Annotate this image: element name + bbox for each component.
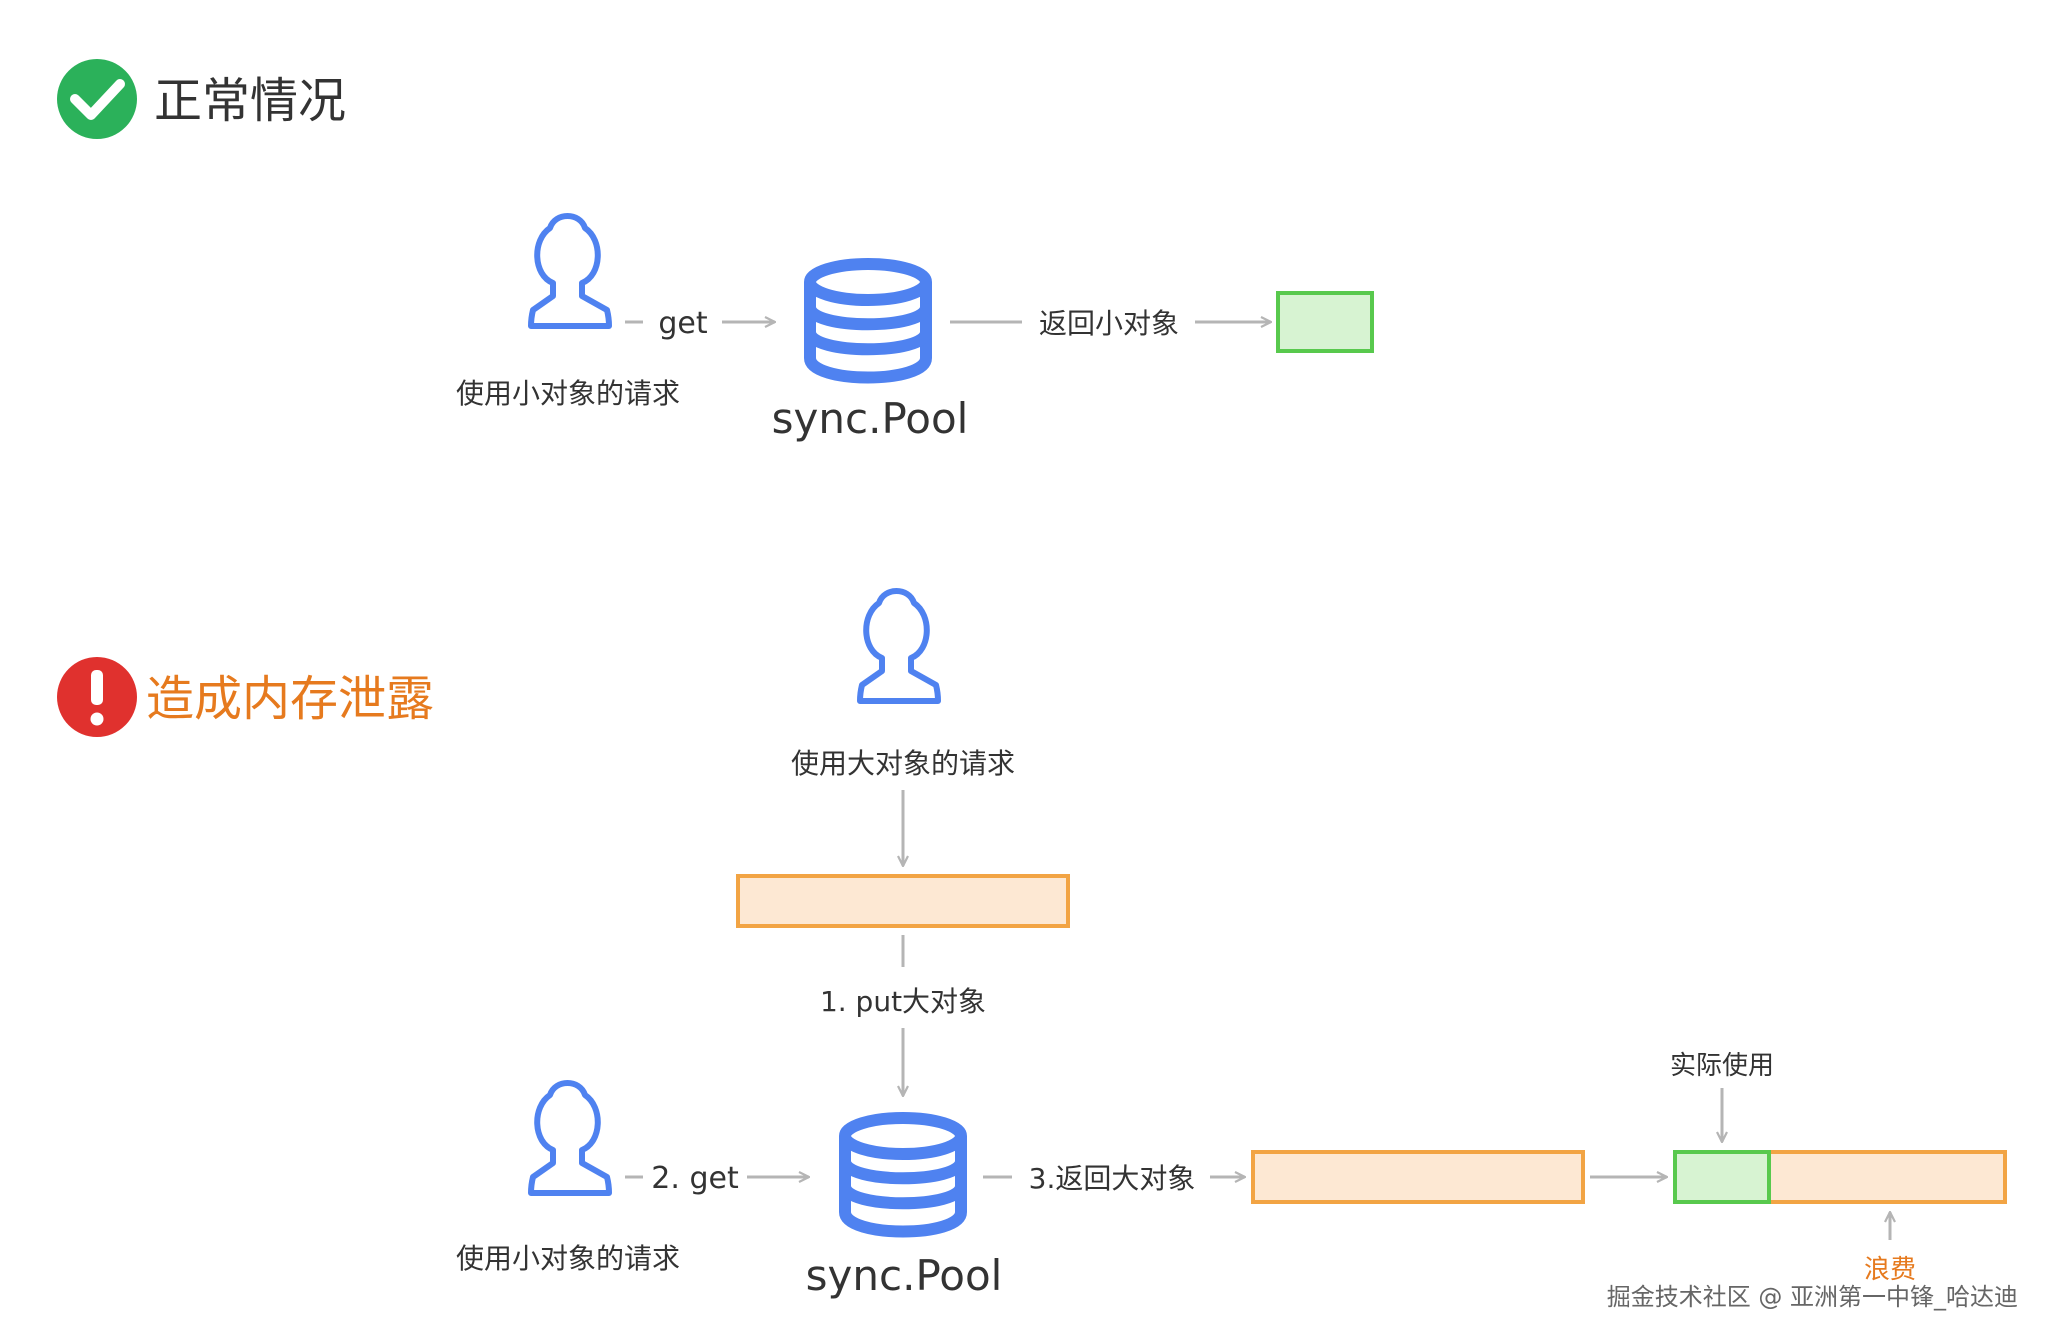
user-icon — [528, 213, 612, 329]
get-label-2: 2. get — [651, 1161, 739, 1196]
watermark: 掘金技术社区 @ 亚洲第一中锋_哈达迪 — [1607, 1283, 2018, 1311]
section-normal: 正常情况 使用小对象的请求 get sync.Pool 返回小对象 — [57, 59, 1374, 443]
user-label-bottom: 使用小对象的请求 — [456, 1242, 680, 1275]
pool-label: sync.Pool — [772, 394, 969, 443]
exclamation-circle-icon — [57, 657, 137, 737]
small-object-box — [1276, 291, 1374, 353]
database-icon — [804, 258, 932, 384]
section-title-leak: 造成内存泄露 — [146, 671, 434, 727]
actual-use-label: 实际使用 — [1670, 1051, 1774, 1081]
user-label: 使用小对象的请求 — [456, 377, 680, 410]
database-icon-2 — [839, 1112, 967, 1238]
waste-label: 浪费 — [1864, 1255, 1916, 1285]
large-object-box-top — [736, 874, 1070, 928]
actually-used-region — [1673, 1150, 1771, 1204]
section-leak: 造成内存泄露 使用大对象的请求 1. put大对象 使用小对象的请求 2. ge… — [57, 588, 2007, 1300]
top-user-label: 使用大对象的请求 — [791, 747, 1015, 780]
section-title-normal: 正常情况 — [154, 73, 346, 129]
check-circle-icon — [57, 59, 137, 139]
get-label: get — [658, 306, 708, 341]
return-label: 返回小对象 — [1039, 307, 1179, 340]
user-icon-bottom — [528, 1080, 612, 1196]
large-object-box-returned — [1251, 1150, 1585, 1204]
pool-label-2: sync.Pool — [806, 1251, 1003, 1300]
return-label-2: 3.返回大对象 — [1029, 1162, 1196, 1195]
user-icon-top — [857, 588, 941, 704]
put-label: 1. put大对象 — [820, 985, 986, 1018]
